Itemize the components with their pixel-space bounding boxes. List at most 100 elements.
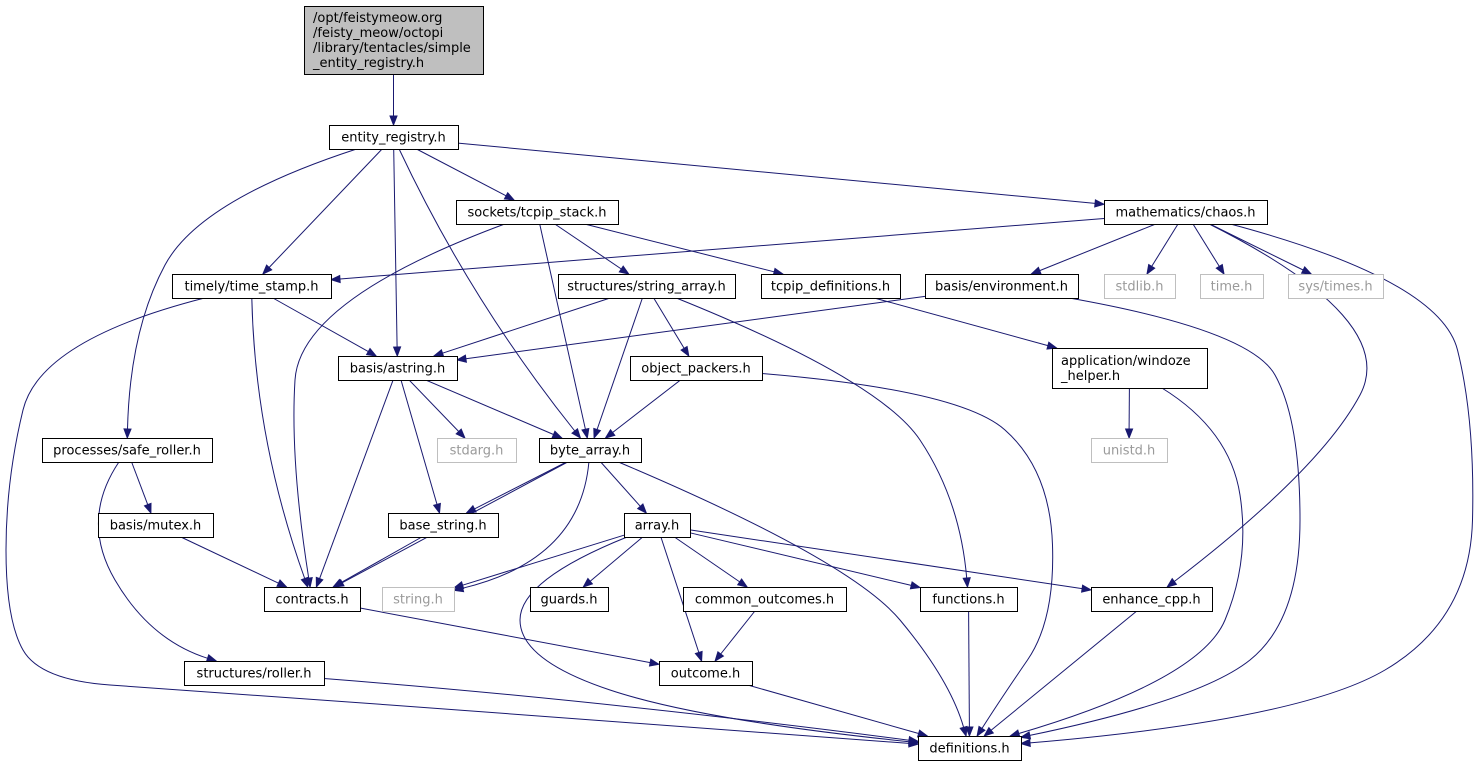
arrowhead-time_stamp-to-astring xyxy=(365,347,378,357)
node-tcpip-definitions[interactable]: tcpip_definitions.h xyxy=(761,274,901,299)
node-time-stamp[interactable]: timely/time_stamp.h xyxy=(172,274,332,299)
edge-array-to-guards xyxy=(589,536,644,582)
node-safe-roller[interactable]: processes/safe_roller.h xyxy=(42,438,213,463)
arrowhead-entity_registry-to-astring xyxy=(392,346,402,358)
node-box xyxy=(1104,200,1268,225)
edge-contracts-to-outcome xyxy=(359,607,651,664)
edge-mutex-to-contracts xyxy=(180,536,279,584)
arrowhead-chaos-to-environment xyxy=(1030,266,1042,275)
node-box xyxy=(1200,274,1264,299)
node-label: stdarg.h xyxy=(450,444,504,459)
node-label: _helper.h xyxy=(1060,369,1120,384)
node-box xyxy=(1104,274,1176,299)
node-contracts[interactable]: contracts.h xyxy=(264,587,361,612)
edge-astring-to-base_string xyxy=(400,379,438,505)
edge-functions-to-definitions xyxy=(968,610,970,728)
node-functions[interactable]: functions.h xyxy=(920,587,1018,612)
edge-entity_registry-to-chaos xyxy=(457,142,1096,204)
node-label: basis/astring.h xyxy=(350,362,445,377)
node-astring[interactable]: basis/astring.h xyxy=(338,356,458,381)
node-enhance-cpp[interactable]: enhance_cpp.h xyxy=(1091,587,1213,612)
edge-entity_registry-to-safe_roller xyxy=(127,148,357,430)
node-chaos[interactable]: mathematics/chaos.h xyxy=(1104,200,1268,225)
node-label: base_string.h xyxy=(399,519,486,534)
node-guards[interactable]: guards.h xyxy=(530,587,609,612)
node-string-array[interactable]: structures/string_array.h xyxy=(558,274,736,299)
node-box xyxy=(1091,438,1168,463)
node-box xyxy=(338,356,458,381)
arrowhead-windoze_helper-to-unistd xyxy=(1124,428,1134,440)
edge-entity_registry-to-astring xyxy=(393,148,398,348)
node-mutex[interactable]: basis/mutex.h xyxy=(98,513,214,538)
node-label: sys/times.h xyxy=(1298,280,1372,295)
arrowhead-enhance_cpp-to-definitions xyxy=(983,726,995,737)
node-label: basis/mutex.h xyxy=(110,519,202,534)
node-sys-times: sys/times.h xyxy=(1288,274,1384,299)
edge-chaos-to-sys_times xyxy=(1209,223,1304,271)
arrowhead-chaos-to-enhance_cpp xyxy=(1166,577,1178,588)
arrowhead-byte_array-to-array xyxy=(636,503,648,515)
arrowhead-tcpip_stack-to-byte_array xyxy=(581,427,590,440)
node-layer: /opt/feistymeow.org/feisty_meow/octopi/l… xyxy=(42,6,1384,761)
node-label: /feisty_meow/octopi xyxy=(313,26,443,41)
node-outcome[interactable]: outcome.h xyxy=(659,661,753,686)
arrowhead-outcome-to-definitions xyxy=(916,729,929,738)
edge-tcpip_stack-to-tcpip_definitions xyxy=(584,223,775,273)
node-box xyxy=(1288,274,1384,299)
node-byte-array[interactable]: byte_array.h xyxy=(539,438,642,463)
arrowhead-environment-to-astring xyxy=(455,354,467,363)
node-tcpip-stack[interactable]: sockets/tcpip_stack.h xyxy=(456,200,619,225)
node-base-string[interactable]: base_string.h xyxy=(388,513,499,538)
edge-array-to-string_h xyxy=(462,534,625,586)
edge-entity_registry-to-time_stamp xyxy=(268,148,383,268)
arrowhead-chaos-to-sys_times xyxy=(1300,266,1313,275)
node-label: definitions.h xyxy=(929,742,1009,757)
edge-array-to-enhance_cpp xyxy=(689,529,1083,590)
node-box xyxy=(918,736,1022,761)
node-object-packers[interactable]: object_packers.h xyxy=(630,356,763,381)
node-box xyxy=(172,274,332,299)
node-common-outcomes[interactable]: common_outcomes.h xyxy=(683,587,847,612)
edge-astring-to-stdarg xyxy=(408,379,460,432)
edge-array-to-common_outcomes xyxy=(674,536,740,583)
node-root[interactable]: /opt/feistymeow.org/feisty_meow/octopi/l… xyxy=(304,6,484,75)
node-label: array.h xyxy=(635,519,680,534)
arrowhead-safe_roller-to-mutex xyxy=(143,502,152,515)
arrowhead-entity_registry-to-time_stamp xyxy=(261,264,273,275)
arrowhead-roller-to-definitions xyxy=(908,735,920,745)
edge-outcome-to-definitions xyxy=(747,684,919,734)
node-environment[interactable]: basis/environment.h xyxy=(925,274,1079,299)
node-array[interactable]: array.h xyxy=(624,513,691,538)
edge-enhance_cpp-to-definitions xyxy=(990,610,1138,731)
node-box xyxy=(761,274,901,299)
edge-byte_array-to-string_h xyxy=(462,461,590,589)
edge-array-to-definitions xyxy=(519,536,910,743)
node-label: entity_registry.h xyxy=(341,131,446,146)
edge-byte_array-to-base_string xyxy=(474,461,567,510)
arrowhead-array-to-enhance_cpp xyxy=(1080,584,1093,593)
node-entity-registry[interactable]: entity_registry.h xyxy=(329,125,459,150)
arrowhead-byte_array-to-definitions xyxy=(959,725,968,738)
edge-tcpip_stack-to-contracts xyxy=(293,223,505,579)
arrowhead-astring-to-byte_array xyxy=(551,430,564,439)
arrowhead-chaos-to-time_stamp xyxy=(329,274,341,284)
node-label: /opt/feistymeow.org xyxy=(313,11,442,26)
node-label: structures/roller.h xyxy=(197,667,312,682)
node-unistd: unistd.h xyxy=(1091,438,1168,463)
node-roller[interactable]: structures/roller.h xyxy=(184,661,325,686)
node-label: _entity_registry.h xyxy=(312,56,424,71)
arrowhead-root-to-entity_registry xyxy=(389,115,398,127)
node-label: processes/safe_roller.h xyxy=(53,444,201,459)
node-label: timely/time_stamp.h xyxy=(184,280,318,295)
node-definitions[interactable]: definitions.h xyxy=(918,736,1022,761)
node-windoze-helper[interactable]: application/windoze_helper.h xyxy=(1052,348,1208,389)
arrowhead-contracts-to-outcome xyxy=(648,658,661,667)
arrowhead-time_stamp-to-contracts xyxy=(300,576,309,589)
edge-safe_roller-to-roller xyxy=(97,461,208,659)
arrowhead-chaos-to-definitions xyxy=(1019,738,1031,748)
node-label: enhance_cpp.h xyxy=(1102,593,1200,608)
arrowhead-chaos-to-time xyxy=(1215,263,1225,276)
node-box xyxy=(329,125,459,150)
node-box xyxy=(1052,348,1208,389)
arrowhead-entity_registry-to-chaos xyxy=(1094,199,1106,208)
